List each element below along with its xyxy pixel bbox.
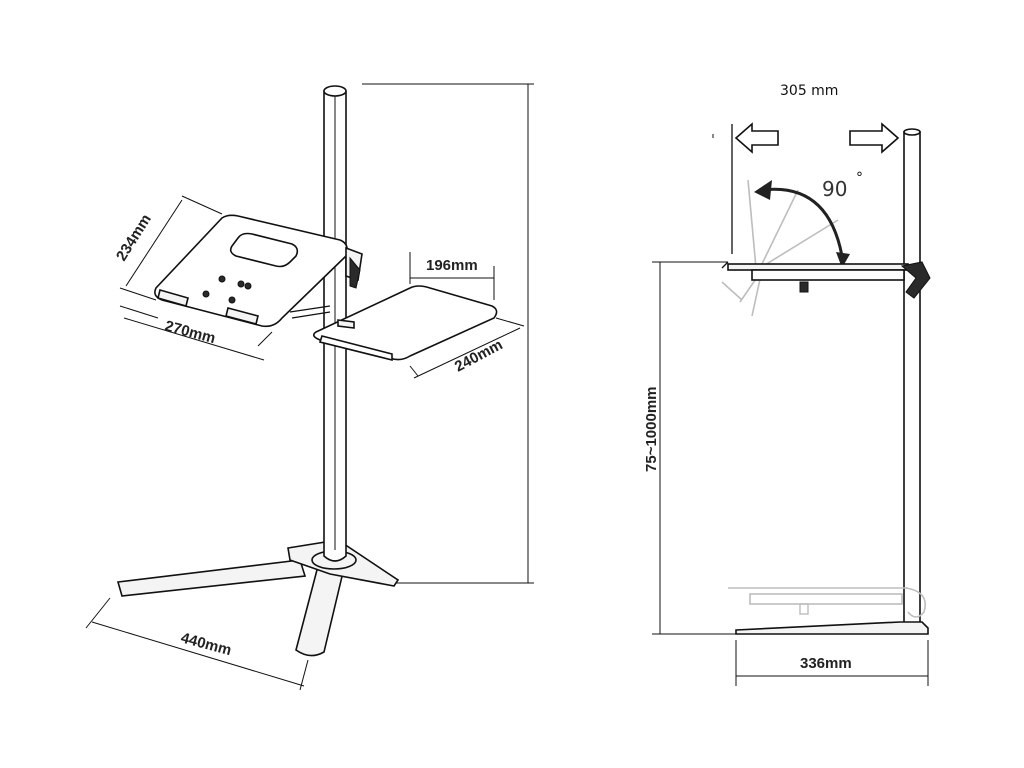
overall-height-dimension: [362, 83, 534, 584]
laptop-tray: [154, 214, 363, 328]
left-arrow-icon: [734, 122, 779, 154]
right-arrow-icon: [849, 122, 900, 154]
lower-tray-ghost: [728, 587, 926, 618]
base-width-dimension: 440mm: [85, 597, 309, 691]
tray-width-label: 270mm: [163, 317, 217, 347]
top-tray-side: [721, 261, 931, 299]
base-length-label: 336mm: [800, 655, 852, 672]
shelf-width-dimension: 196mm: [409, 252, 495, 300]
tilt-ghost-positions: [721, 179, 839, 317]
degree-symbol: °: [856, 170, 863, 186]
tilt-angle-indicator: 90 °: [754, 170, 863, 268]
shelf-width-label: 196mm: [426, 257, 478, 274]
height-range-label: 75~1000mm: [643, 387, 660, 473]
tray-depth-label: 234mm: [113, 211, 155, 264]
left-isometric-view: 234mm 270mm 196mm 240mm 440m: [85, 83, 534, 691]
base-length-dimension: 336mm: [735, 640, 929, 686]
tripod-base: [116, 539, 400, 657]
side-base: [735, 621, 929, 635]
arm-reach-label: 305 mm: [780, 83, 838, 99]
height-range-dimension: 75~1000mm: [643, 261, 736, 635]
shelf-depth-label: 240mm: [452, 336, 506, 375]
right-side-view: 305 mm 90 °: [643, 83, 931, 686]
connecting-arm: [289, 305, 331, 319]
base-width-label: 440mm: [179, 629, 233, 659]
mouse-shelf: [312, 285, 498, 362]
side-pole: [903, 128, 921, 627]
tilt-angle-label: 90: [822, 177, 847, 201]
